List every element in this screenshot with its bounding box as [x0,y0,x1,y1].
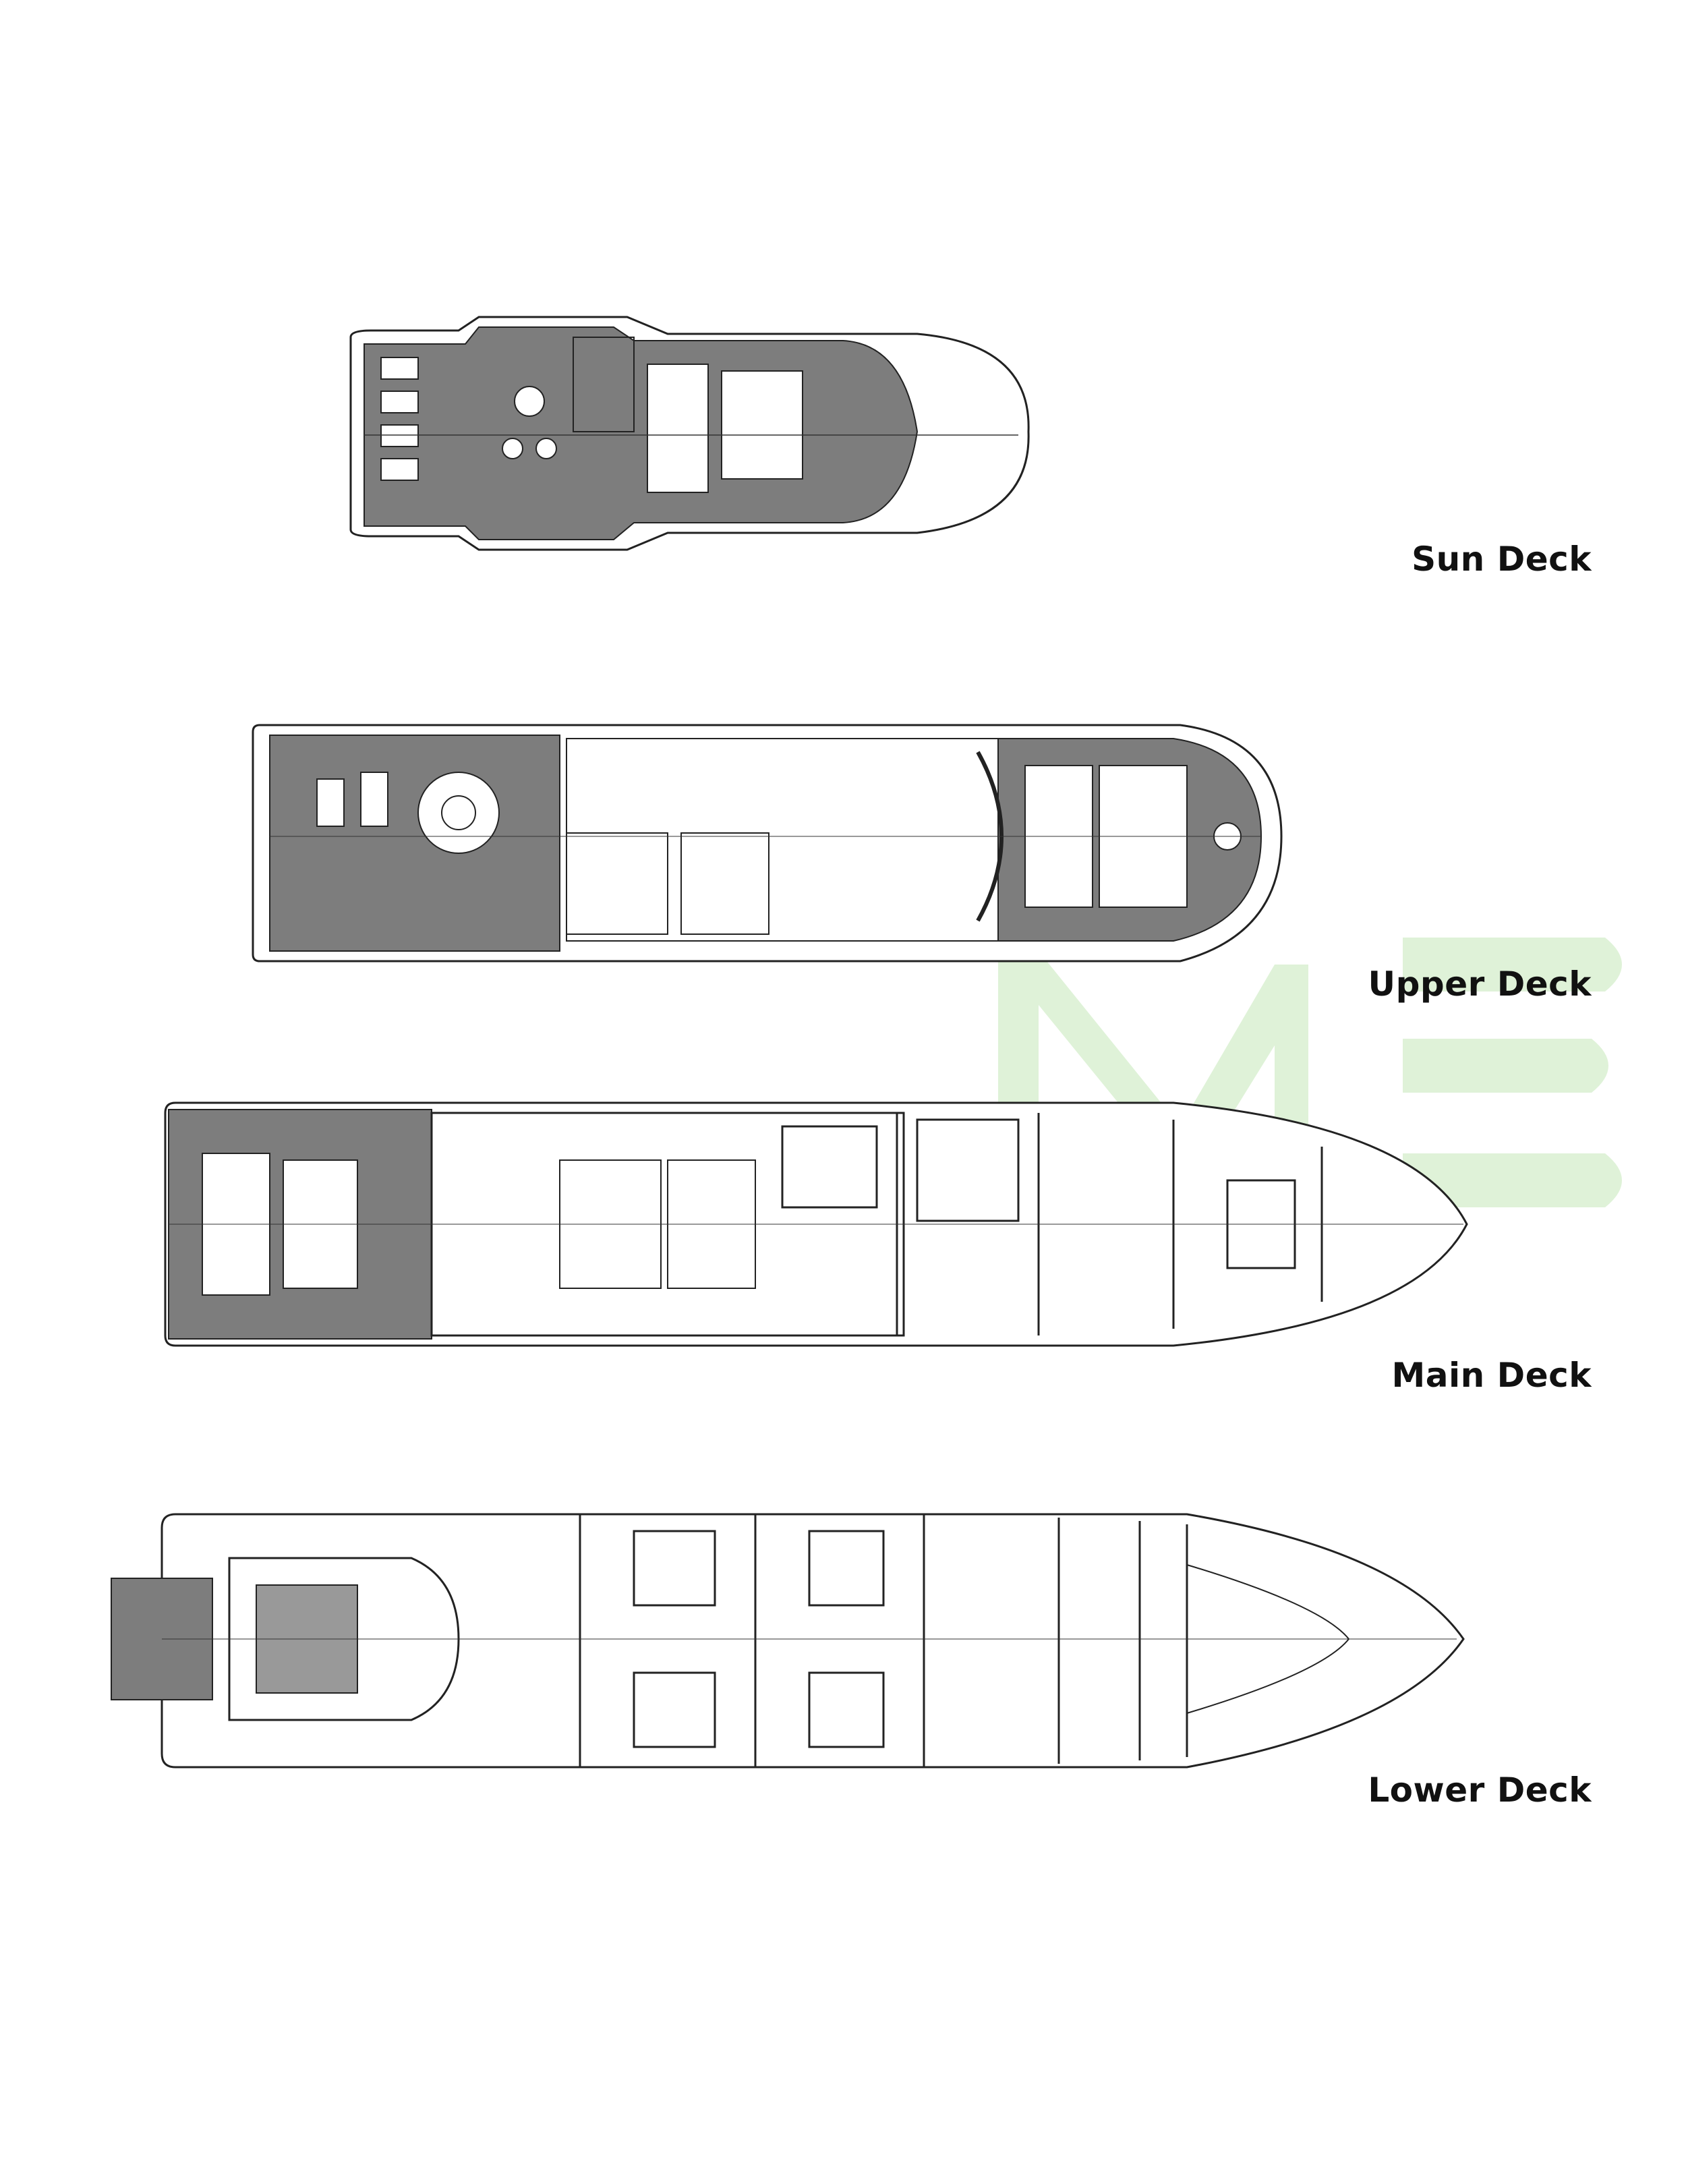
upper-deck-label: Upper Deck [1368,965,1592,1004]
main-deck-label: Main Deck [1391,1356,1592,1395]
upper-deck-plan [252,724,1283,962]
main-deck-plan [164,1101,1468,1347]
lower-deck-plan [111,1513,1465,1769]
sun-deck-plan [349,316,1030,551]
lower-deck-label: Lower Deck [1368,1771,1592,1810]
sun-deck-label: Sun Deck [1412,540,1592,579]
